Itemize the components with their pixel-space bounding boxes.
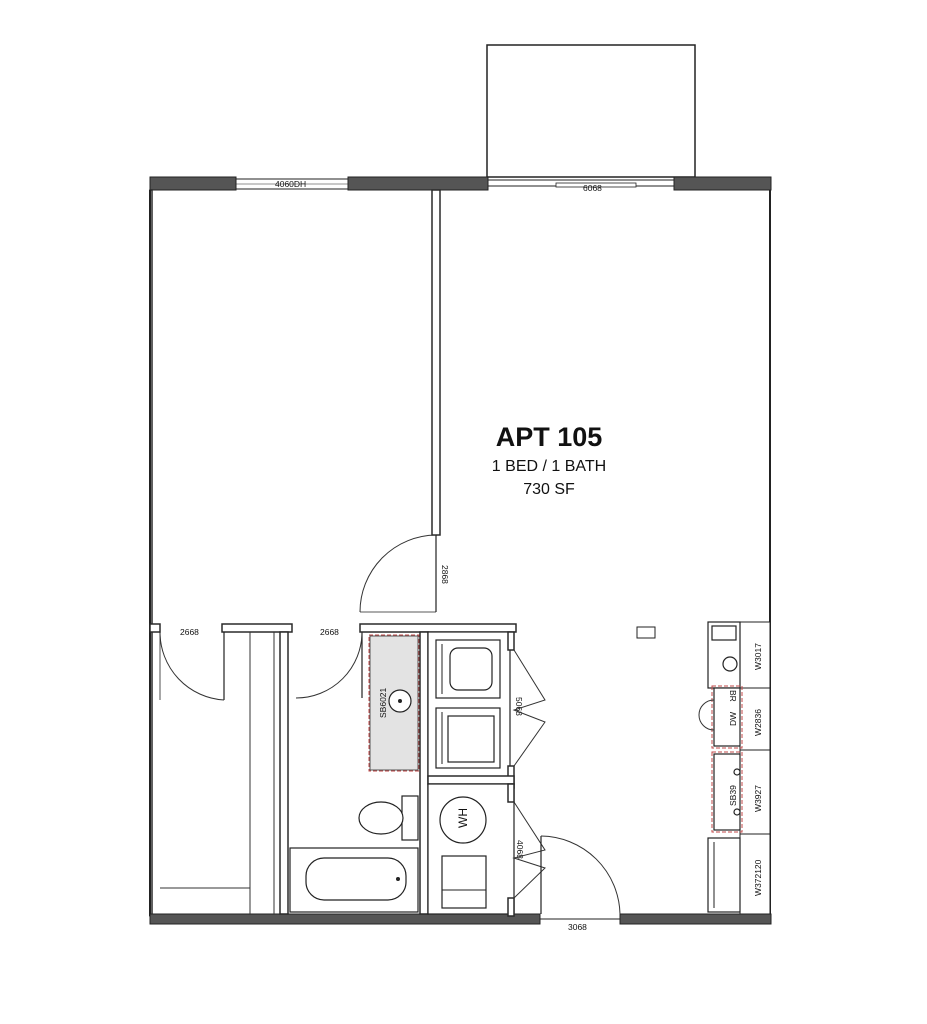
cabinet-w372120-label: W372120 xyxy=(753,859,763,896)
closet-wall-mid xyxy=(221,623,293,633)
sink-base-label: SB39 xyxy=(728,785,738,806)
top-wall-right xyxy=(673,176,772,191)
kitchen: BR DW SB39 W3017 W2836 W3927 W372120 xyxy=(698,621,771,915)
bedroom-window: 4060DH xyxy=(235,178,349,190)
bottom-wall-right xyxy=(619,913,772,925)
closet-door xyxy=(159,631,225,701)
bath-wall-top xyxy=(359,623,517,633)
br-label: BR xyxy=(728,690,738,702)
laundry-closet: 5068 xyxy=(427,631,546,789)
top-wall-left xyxy=(149,176,237,191)
closet-wall-left xyxy=(149,623,161,633)
utility-door-label: 4068 xyxy=(515,840,525,859)
cabinet-w3017-label: W3017 xyxy=(753,643,763,670)
closet-door-label: 2668 xyxy=(180,627,199,637)
bath-laundry-wall xyxy=(419,631,429,915)
bottom-wall-left xyxy=(149,913,541,925)
cabinet-w3927-label: W3927 xyxy=(753,785,763,812)
fridge-base xyxy=(713,687,741,747)
unit-name: APT 105 xyxy=(496,422,603,452)
unit-type: 1 BED / 1 BATH xyxy=(492,458,606,475)
closet-bath-wall xyxy=(279,631,289,915)
unit-area: 730 SF xyxy=(523,481,575,498)
bedroom-window-label: 4060DH xyxy=(275,179,306,189)
pantry xyxy=(707,837,741,913)
toilet xyxy=(358,795,419,841)
dw-label: DW xyxy=(728,712,738,726)
bath-door xyxy=(295,631,363,699)
balcony xyxy=(486,44,696,178)
laundry-door-label: 5068 xyxy=(514,697,524,716)
entry-door-label: 3068 xyxy=(568,922,587,932)
entry-door xyxy=(540,835,621,915)
thermostat xyxy=(636,626,656,639)
sink-base xyxy=(713,753,741,831)
water-heater-label: WH xyxy=(456,808,470,828)
bedroom-door-label: 2868 xyxy=(440,565,450,584)
bathtub xyxy=(289,847,419,913)
living-slider: 6068 xyxy=(488,179,674,193)
furnace xyxy=(441,855,487,909)
vanity-label: SB6021 xyxy=(378,687,388,718)
top-wall-mid xyxy=(347,176,489,191)
bath-door-label: 2668 xyxy=(320,627,339,637)
vanity: SB6021 xyxy=(368,634,420,772)
bedroom-door: 2868 xyxy=(359,534,450,613)
utility-closet: WH 4068 xyxy=(427,783,546,917)
living-slider-label: 6068 xyxy=(583,183,602,193)
cabinet-w2836-label: W2836 xyxy=(753,709,763,736)
bedroom-living-wall xyxy=(431,189,441,536)
water-heater xyxy=(439,796,487,844)
